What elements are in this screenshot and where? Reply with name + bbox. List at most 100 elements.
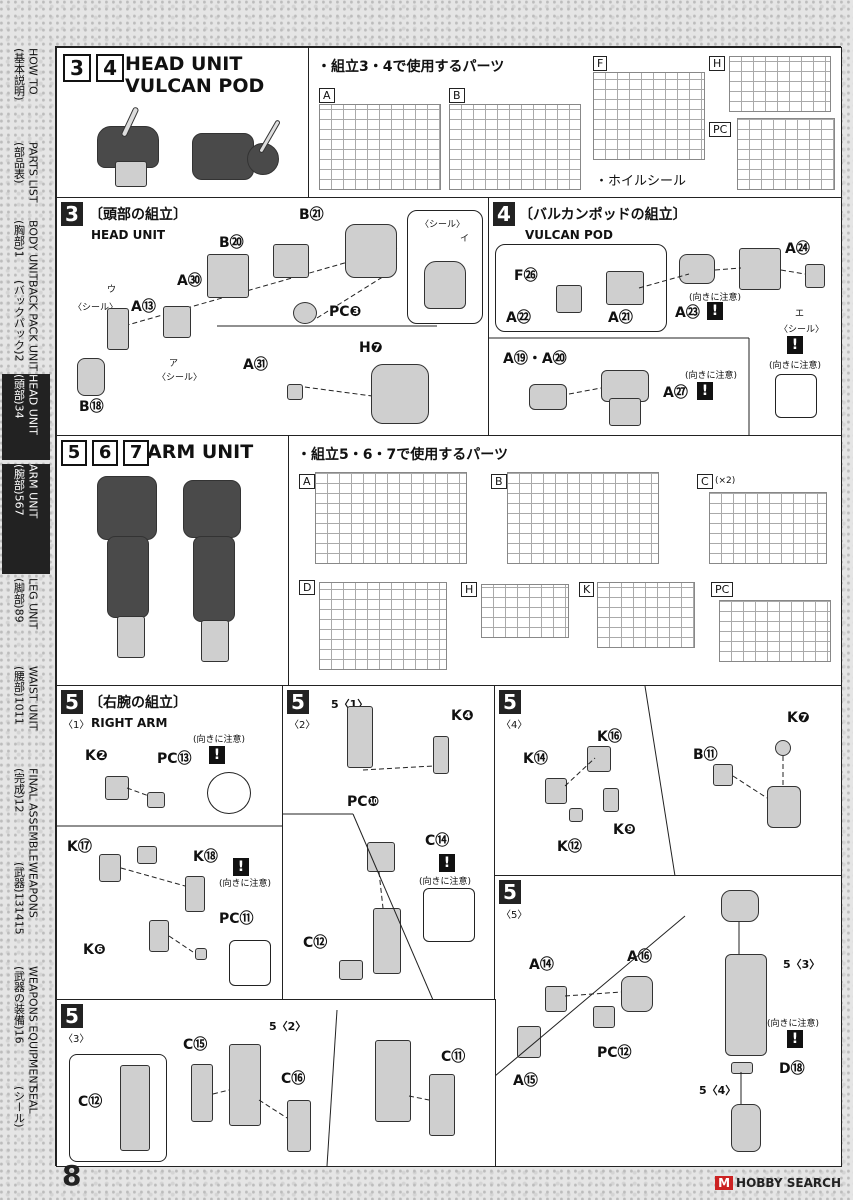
caution-note: (向きに注意) [419, 877, 472, 887]
wheel-seal-label: ・ホイルシール [595, 174, 687, 189]
seal-letter: ア [169, 359, 179, 369]
caution-icon: ! [439, 854, 455, 872]
seal-note: 〈シール〉 [420, 220, 466, 230]
part-label: A⑮ [513, 1073, 538, 1089]
part-label: PC⑬ [157, 751, 192, 767]
step-number: 4 [493, 202, 515, 226]
reference-step: 5〈2〉 [269, 1020, 307, 1033]
step-number: 4 [96, 54, 125, 82]
substep: 〈4〉 [501, 720, 528, 731]
runner-label-b: B [449, 88, 465, 103]
part-label: A⑬ [131, 299, 156, 315]
runner-a-image [315, 472, 467, 564]
part-label: C⑭ [425, 833, 450, 849]
step-5-1-right-arm: 5 〈1〉 〔右腕の組立〕 RIGHT ARM K❷ PC⑬ (向きに注意) !… [56, 685, 284, 1001]
runner-label-pc: PC [709, 122, 732, 137]
part-label: C⑫ [303, 935, 328, 951]
tab-parts-list[interactable]: (部品表)PARTS LIST [12, 142, 40, 203]
reference-step: 5〈3〉 [783, 958, 821, 971]
caution-icon: ! [787, 1030, 803, 1048]
runner-b-image [507, 472, 659, 564]
part-label: K❷ [85, 748, 108, 764]
detail-callout [229, 940, 271, 986]
parts-used-heading: ・組立5・6・7で使用するパーツ [297, 447, 508, 463]
caution-note: (向きに注意) [767, 1019, 820, 1029]
step-5-2: 5 〈2〉 5〈1〉 K❹ PC❿ C⑭ ! (向きに注意) C⑫ [282, 685, 496, 1001]
part-label: B㉑ [299, 207, 324, 223]
part-label: A㉗ [663, 385, 688, 401]
parts-used-heading: ・組立3・4で使用するパーツ [317, 59, 505, 75]
step-number: 5 [499, 690, 521, 714]
step-5-5: 5 〈5〉 A⑭ A⑯ PC⑫ A⑮ 5〈3〉 (向きに注意) ! D⑱ 5〈4… [494, 875, 842, 1167]
arm-unit-title: ARM UNIT [147, 441, 254, 463]
part-label: B⑱ [79, 399, 104, 415]
tab-how-to[interactable]: (基本説明)HOW TO [12, 48, 40, 101]
seal-letter: ウ [107, 285, 117, 295]
caution-note: (向きに注意) [769, 361, 822, 371]
runner-label-c: C [697, 474, 713, 489]
caution-icon: ! [233, 858, 249, 876]
step-number: 5 [287, 690, 309, 714]
part-label: K⑯ [597, 729, 622, 745]
part-label: A㉚ [177, 273, 202, 289]
runner-label-a: A [299, 474, 315, 489]
part-label: K⑱ [193, 849, 218, 865]
part-label: K❼ [787, 710, 810, 726]
part-label: D⑱ [779, 1061, 805, 1077]
page-number: 8 [62, 1159, 82, 1192]
runner-label-h: H [709, 56, 726, 71]
runner-a-image [319, 104, 441, 190]
part-label: K⑭ [523, 751, 548, 767]
part-label: PC⑪ [219, 911, 254, 927]
runner-label-f: F [593, 56, 608, 71]
runner-label-pc: PC [711, 582, 734, 597]
detail-callout [423, 888, 475, 942]
part-label: B⑳ [219, 235, 244, 251]
runner-label-b: B [491, 474, 507, 489]
step-number: 5 [499, 880, 521, 904]
step-3-head-assembly: 3 〔頭部の組立〕 HEAD UNIT B⑳ B㉑ A㉚ A⑬ B⑱ PC❸ A… [56, 197, 490, 437]
vulcan-pod-render-image [187, 118, 297, 188]
part-label: A㉑ [608, 310, 633, 326]
part-label: C⑮ [183, 1037, 208, 1053]
runner-d-image [319, 582, 447, 670]
detail-callout: C⑫ [69, 1054, 167, 1162]
part-label: PC❸ [329, 304, 362, 320]
vulcan-pod-title: VULCAN POD [125, 75, 265, 97]
caution-icon: ! [697, 382, 713, 400]
part-label: PC⑫ [597, 1045, 632, 1061]
step-number: 6 [92, 440, 119, 466]
step-number: 3 [61, 202, 83, 226]
step-4-vulcan-pod-assembly: 4 〔バルカンポッドの組立〕 VULCAN POD F㉖ A㉒ A㉑ A㉓ ! … [488, 197, 842, 437]
step-number: 5 [61, 1004, 83, 1028]
part-label: B⑪ [693, 747, 718, 763]
caution-icon: ! [787, 336, 803, 354]
part-label: F㉖ [514, 268, 538, 284]
step-5-3: 5 〈3〉 C⑫ C⑮ 5〈2〉 C⑯ C⑪ [56, 999, 496, 1167]
head-parts-used: ・組立3・4で使用するパーツ A B F H PC ・ホイルシール [308, 47, 842, 199]
step-title-en: VULCAN POD [525, 228, 613, 242]
runner-label-a: A [319, 88, 335, 103]
runner-count: (×2) [715, 476, 736, 486]
watermark-logo: M [715, 1176, 734, 1190]
part-label: C⑪ [441, 1049, 466, 1065]
tab-seal[interactable]: (シール)SEAL [12, 1086, 40, 1128]
orientation-detail [207, 772, 251, 814]
runner-h-image [729, 56, 831, 112]
step-title-jp: 〔頭部の組立〕 [89, 207, 187, 223]
runner-pc-image [737, 118, 835, 190]
runner-k-image [597, 582, 695, 648]
caution-icon: ! [707, 302, 723, 320]
caution-note: (向きに注意) [685, 371, 738, 381]
part-label: K❻ [83, 942, 106, 958]
part-label: C⑫ [78, 1094, 103, 1110]
